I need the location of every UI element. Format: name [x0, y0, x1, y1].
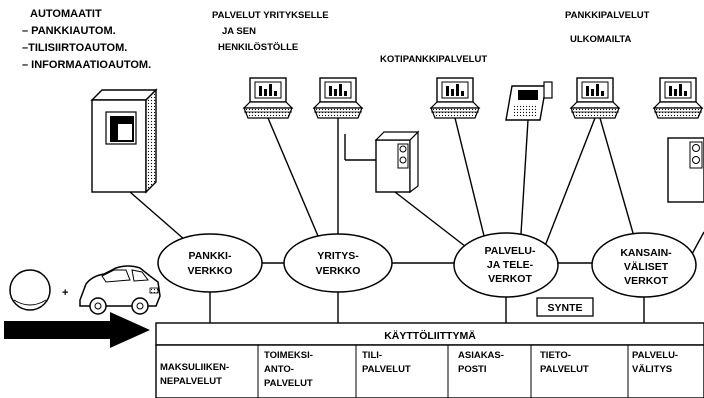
synte-label: SYNTE	[547, 302, 582, 314]
label-business-and: JA SEN	[222, 26, 256, 37]
coin-icon	[10, 270, 50, 310]
connector-pc1-yritys	[268, 118, 318, 236]
synte-box: SYNTE	[537, 298, 593, 316]
label-banking-abroad: ULKOMAILTA	[570, 34, 632, 45]
service-info-line2: PALVELUT	[540, 364, 589, 375]
computer-icon-business-1	[244, 78, 292, 118]
plus-sign: +	[62, 287, 68, 299]
automats-list: AUTOMAATIT – PANKKIAUTOM. –TILISIIRTOAUT…	[22, 8, 151, 71]
automats-item-transfer: –TILISIIRTOAUTOM.	[22, 42, 127, 54]
car-icon	[80, 266, 160, 314]
service-mail-line2: POSTI	[458, 364, 487, 375]
network-service-line1: PALVELU-	[485, 245, 536, 257]
service-info-line1: TIETO-	[540, 350, 571, 361]
connector-atm-bank	[130, 192, 185, 240]
automats-item-info: – INFORMAATIOAUTOM.	[22, 59, 151, 71]
label-business-services: PALVELUT YRITYKSELLE	[212, 10, 329, 21]
service-payment-line2: NEPALVELUT	[160, 376, 222, 387]
network-international-line2: VÄLISET	[624, 260, 669, 273]
server-icon-business	[376, 132, 418, 192]
connector-homepc-palvelu	[455, 118, 485, 240]
label-banking-services: PANKKIPALVELUT	[565, 10, 650, 21]
service-mail-line1: ASIAKAS-	[458, 350, 504, 361]
network-business-line2: VERKKO	[316, 265, 361, 277]
service-commission-line2: ANTO-	[264, 364, 294, 375]
interface-title: KÄYTTÖLIITTYMÄ	[384, 329, 476, 342]
network-service-tele: PALVELU- JA TELE- VERKOT	[454, 233, 558, 297]
atm-machine-icon	[92, 90, 156, 192]
network-bank-line2: VERKKO	[188, 265, 233, 277]
network-international-line1: KANSAIN-	[620, 247, 672, 259]
computer-icon-business-2	[314, 78, 362, 118]
connector-server-palvelu	[395, 192, 470, 250]
computer-icon-banking-2	[654, 78, 702, 118]
connector-bankpc1-palvelu	[545, 118, 595, 246]
service-payment-line1: MAKSULIIKEN-	[160, 362, 229, 373]
computer-icon-home-banking	[431, 78, 479, 118]
user-interface-box: KÄYTTÖLIITTYMÄ MAKSULIIKEN- NEPALVELUT T…	[156, 323, 704, 398]
automats-item-bank: – PANKKIAUTOM.	[22, 25, 116, 37]
automats-title: AUTOMAATIT	[30, 8, 102, 20]
connector-bankpc1-kansain	[600, 118, 635, 240]
computer-icon-banking-1	[571, 78, 619, 118]
terminal-icon	[506, 82, 552, 120]
network-bank-line1: PANKKI-	[189, 250, 232, 262]
service-commission-line1: TOIMEKSI-	[264, 350, 313, 361]
service-account-line1: TILI-	[362, 350, 382, 361]
network-international: KANSAIN- VÄLISET VERKOT	[592, 233, 696, 297]
network-business: YRITYS- VERKKO	[284, 234, 392, 292]
network-business-line1: YRITYS-	[317, 250, 359, 262]
network-bank: PANKKI- VERKKO	[158, 234, 262, 292]
label-business-staff: HENKILÖSTÖLLE	[218, 42, 298, 53]
service-brokerage-line1: PALVELU-	[632, 350, 678, 361]
network-service-line2: JA TELE-	[487, 259, 534, 271]
network-international-line3: VERKOT	[624, 275, 668, 287]
label-home-banking: KOTIPANKKIPALVELUT	[380, 54, 487, 65]
connector-server-kansain	[692, 232, 704, 254]
service-brokerage-line2: VÄLITYS	[632, 364, 672, 375]
connector-terminal-palvelu	[520, 120, 528, 250]
service-commission-line3: PALVELUT	[264, 378, 313, 389]
service-account-line2: PALVELUT	[362, 364, 411, 375]
arrow-icon	[4, 312, 150, 348]
network-service-line3: VERKOT	[488, 273, 532, 285]
server-icon-international	[668, 138, 704, 202]
